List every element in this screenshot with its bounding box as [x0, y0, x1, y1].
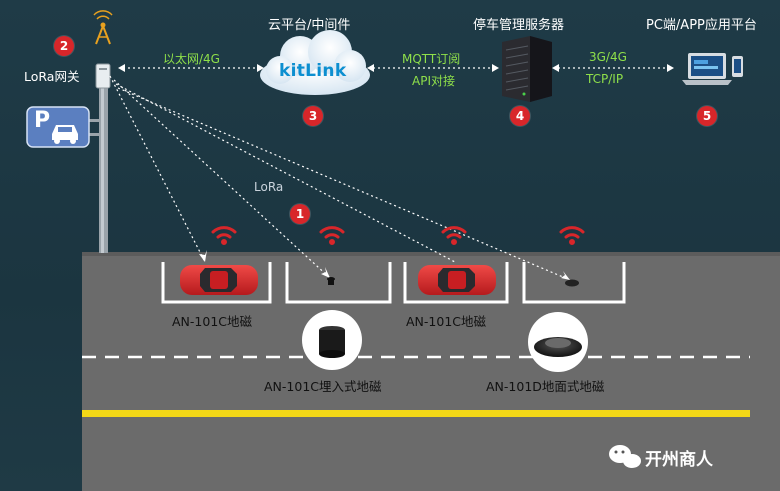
cloud-title: 云平台/中间件: [268, 18, 351, 33]
server-title: 停车管理服务器: [473, 18, 565, 33]
lora-gateway-device: [95, 63, 111, 89]
server-rack-icon: [502, 36, 552, 102]
sensor-label-slot3: AN-101C地磁: [406, 314, 486, 329]
cloud-platform-icon: [260, 30, 370, 95]
lora-badge: 1: [290, 204, 310, 224]
parking-sign-letter: P: [34, 108, 51, 133]
cloud-badge: 3: [303, 106, 323, 126]
laptop-phone-icon: [682, 53, 743, 85]
embedded-sensor-label: AN-101C埋入式地磁: [264, 379, 382, 394]
sensor-label-slot1: AN-101C地磁: [172, 314, 252, 329]
cloud-logo-text: kitLink: [279, 61, 347, 81]
watermark-text: 开州商人: [645, 450, 713, 470]
link-server-app-line1: 3G/4G: [589, 50, 627, 64]
bay-sensor-embedded-icon: [327, 277, 335, 285]
lora-label: LoRa: [254, 180, 284, 194]
red-car-slot3-icon: [418, 265, 496, 295]
link-gateway-cloud-label: 以太网/4G: [163, 52, 220, 66]
bay-sensor-surface-icon: [565, 279, 579, 287]
link-server-app-line2: TCP/IP: [586, 72, 624, 86]
surface-sensor-icon: [528, 312, 588, 372]
gateway-label: LoRa网关: [24, 69, 80, 84]
link-cloud-server-line2: API对接: [412, 74, 455, 88]
parking-bays: [161, 262, 626, 304]
wifi-icons: [211, 226, 585, 245]
lora-radio-links: [109, 75, 571, 281]
link-arrowheads: [199, 250, 570, 280]
embedded-sensor-icon: [302, 310, 362, 370]
app-badge: 5: [697, 106, 717, 126]
app-title: PC端/APP应用平台: [646, 18, 757, 33]
red-car-slot1-icon: [180, 265, 258, 295]
parking-sign-icon: [26, 106, 90, 148]
antenna-tower-icon: [93, 10, 113, 45]
wechat-icon: [609, 445, 641, 468]
yellow-lane-line: [82, 410, 750, 417]
link-cloud-server-line1: MQTT订阅: [402, 52, 461, 66]
gateway-badge: 2: [54, 36, 74, 56]
surface-sensor-label: AN-101D地面式地磁: [486, 379, 605, 394]
server-badge: 4: [510, 106, 530, 126]
